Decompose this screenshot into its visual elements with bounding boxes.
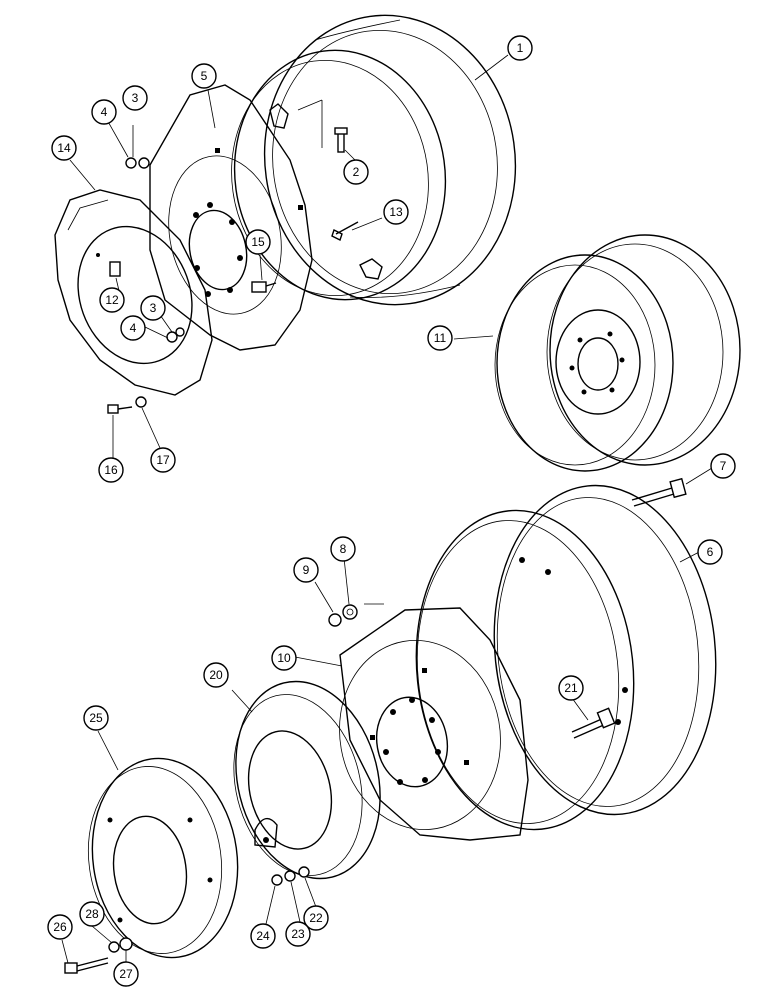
callout-24: 24 <box>250 923 276 949</box>
callout-3-upper: 3 <box>122 85 148 111</box>
callout-10: 10 <box>271 645 297 671</box>
callout-label-12: 12 <box>105 293 119 307</box>
callout-label-20: 20 <box>209 668 223 682</box>
callout-label-4b: 4 <box>130 321 137 335</box>
bolt-21 <box>571 707 616 739</box>
nut-washer-lower <box>328 604 358 627</box>
callout-16: 16 <box>98 457 124 483</box>
bolt-13 <box>331 221 359 241</box>
stud-12 <box>109 261 121 277</box>
callout-label-23: 23 <box>291 927 305 941</box>
bolt-7 <box>631 477 687 507</box>
callout-12: 12 <box>99 287 125 313</box>
front-rim <box>494 234 741 472</box>
nut-washer-upper <box>125 157 185 343</box>
callout-label-5: 5 <box>201 69 208 83</box>
callout-28: 28 <box>79 901 105 927</box>
callout-label-13: 13 <box>389 205 403 219</box>
callout-label-8: 8 <box>340 542 347 556</box>
washers-27-28 <box>108 937 133 953</box>
callout-21: 21 <box>558 675 584 701</box>
callout-label-9: 9 <box>303 563 310 577</box>
callout-label-25: 25 <box>89 711 103 725</box>
bolt-2 <box>334 127 348 153</box>
callout-label-2: 2 <box>353 165 360 179</box>
callout-label-7: 7 <box>720 459 727 473</box>
callout-4-upper: 4 <box>91 99 117 125</box>
callout-label-21: 21 <box>564 681 578 695</box>
callout-label-1: 1 <box>517 41 524 55</box>
callout-label-6: 6 <box>707 545 714 559</box>
callout-label-17: 17 <box>156 453 170 467</box>
callout-15: 15 <box>245 229 271 255</box>
callout-8: 8 <box>330 536 356 562</box>
callout-label-22: 22 <box>309 911 323 925</box>
leader-lines <box>61 54 713 964</box>
callout-label-3a: 3 <box>132 91 139 105</box>
callout-label-15: 15 <box>251 235 265 249</box>
callout-label-11: 11 <box>434 331 447 345</box>
bolt-16 <box>107 404 133 414</box>
callout-13: 13 <box>383 199 409 225</box>
callout-label-28: 28 <box>85 907 99 921</box>
rim-lower <box>415 484 717 831</box>
callout-3-lower: 3 <box>140 295 166 321</box>
callout-label-16: 16 <box>104 463 118 477</box>
callout-11: 11 <box>427 325 453 351</box>
callout-4-lower: 4 <box>120 315 146 341</box>
bolt-26 <box>64 957 109 974</box>
callout-label-24: 24 <box>256 929 270 943</box>
callout-17: 17 <box>150 447 176 473</box>
washer-17 <box>135 396 147 408</box>
callout-label-3b: 3 <box>150 301 157 315</box>
disc-weight <box>87 757 239 959</box>
callout-14: 14 <box>51 135 77 161</box>
rim-upper <box>231 14 517 306</box>
callout-26: 26 <box>47 914 73 940</box>
callout-22: 22 <box>303 905 329 931</box>
callout-6: 6 <box>697 539 723 565</box>
centre-plate-lower <box>339 603 529 841</box>
hardware-22-24 <box>271 866 310 886</box>
ring-weight <box>233 680 381 880</box>
callout-label-14: 14 <box>57 141 71 155</box>
callout-label-10: 10 <box>277 651 291 665</box>
weight-plate-upper <box>54 189 213 396</box>
callout-label-26: 26 <box>53 920 67 934</box>
callout-2: 2 <box>343 159 369 185</box>
stud-15 <box>251 281 277 293</box>
callout-7: 7 <box>710 453 736 479</box>
callout-23: 23 <box>285 921 311 947</box>
callout-1: 1 <box>507 35 533 61</box>
centre-plate-upper <box>149 84 313 351</box>
callout-label-4a: 4 <box>101 105 108 119</box>
callout-label-27: 27 <box>119 967 133 981</box>
callout-20: 20 <box>203 662 229 688</box>
callout-9: 9 <box>293 557 319 583</box>
callout-25: 25 <box>83 705 109 731</box>
callout-5: 5 <box>191 63 217 89</box>
callout-27: 27 <box>113 961 139 987</box>
